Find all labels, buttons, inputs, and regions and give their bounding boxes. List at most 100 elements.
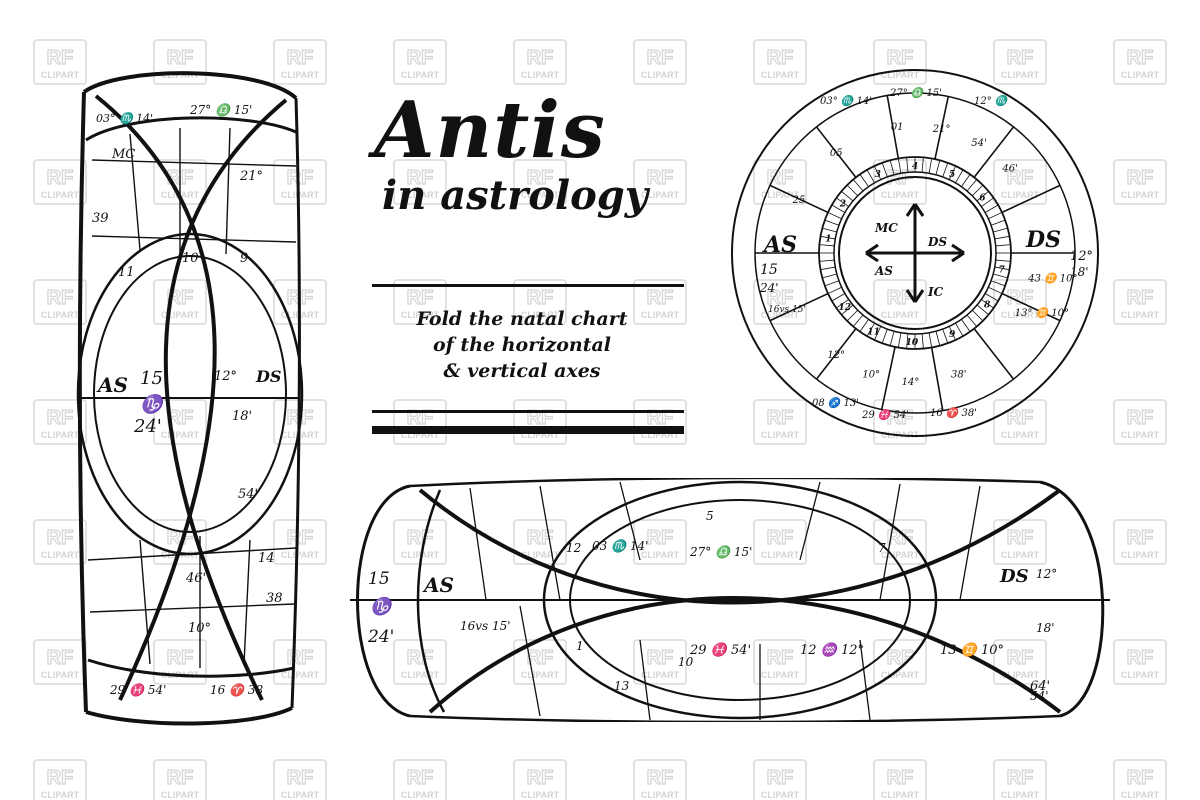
- watermark-rf: RF: [1007, 287, 1034, 309]
- watermark-rf: RF: [1127, 407, 1154, 429]
- watermark-clipart: CLIPART: [41, 790, 80, 800]
- wheel-hatch-line: [820, 266, 836, 271]
- watermark-clipart: CLIPART: [1001, 670, 1040, 680]
- wheel-hatch-line: [859, 319, 869, 332]
- watermark-clipart: CLIPART: [761, 70, 800, 80]
- horizontal-strip-mark: 12 ♒ 12°: [800, 642, 864, 658]
- horizontal-left-cap-inner: [416, 489, 446, 713]
- vertical-number-label: 10: [182, 251, 199, 266]
- vertical-number-label: ♑: [140, 393, 166, 415]
- wheel-bottom-mark-3: 16 ♈ 38': [930, 406, 977, 419]
- watermark-rf: RF: [527, 287, 554, 309]
- wheel-hatch-line: [836, 299, 849, 309]
- watermark-rf: RF: [887, 647, 914, 669]
- vertical-number-label: 11: [118, 265, 135, 280]
- horizontal-number-label: 18': [1036, 621, 1055, 635]
- vertical-right-outline: [290, 97, 301, 709]
- horizontal-number-label: 1: [576, 639, 584, 653]
- horizontal-cell-line: [619, 481, 641, 561]
- wheel-hatch-line: [846, 184, 859, 197]
- natal-chart-labels: AS DS 15 24' 12° 18' MC DS AS IC 16vs 15…: [759, 86, 1093, 421]
- wheel-hatch-line: [852, 314, 864, 327]
- watermark-layer: RFCLIPARTRFCLIPARTRFCLIPARTRFCLIPARTRFCL…: [33, 39, 1167, 800]
- watermark-rf: RF: [767, 527, 794, 549]
- wheel-house-number: 11: [867, 328, 880, 338]
- vertical-top-mark-1: 03° ♏ 14': [96, 112, 153, 125]
- watermark-clipart: CLIPART: [641, 190, 680, 200]
- watermark-rf: RF: [1007, 647, 1034, 669]
- wheel-hatch-line: [827, 212, 842, 220]
- horizontal-strip-mark: 64': [1030, 679, 1050, 694]
- wheel-house-number: 4: [912, 162, 918, 172]
- vertical-number-label: 24': [133, 416, 162, 437]
- wheel-hatch-line: [824, 219, 840, 226]
- watermark-clipart: CLIPART: [881, 670, 920, 680]
- watermark-clipart: CLIPART: [641, 790, 680, 800]
- horizontal-cell-line: [859, 639, 871, 721]
- wheel-hatch-line: [935, 160, 941, 175]
- vertical-bottom-cap-inner: [87, 658, 295, 678]
- wheel-hatch-line: [881, 328, 888, 344]
- wheel-hatch-line: [841, 190, 854, 202]
- watermark-rf: RF: [647, 527, 674, 549]
- watermark-rf: RF: [1007, 407, 1034, 429]
- watermark-rf: RF: [407, 647, 434, 669]
- wheel-hatch-line: [831, 293, 846, 302]
- watermark-rf: RF: [767, 407, 794, 429]
- watermark-clipart: CLIPART: [1001, 190, 1040, 200]
- wheel-hatch-line: [995, 259, 1011, 262]
- wheel-hatch-line: [819, 259, 835, 262]
- wheel-cell-text: 01: [891, 122, 904, 133]
- wheel-hatch-line: [948, 326, 956, 341]
- watermark-clipart: CLIPART: [881, 790, 920, 800]
- vertical-bottom-cap: [85, 706, 293, 726]
- watermark-clipart: CLIPART: [1001, 70, 1040, 80]
- wheel-hatch-line: [971, 184, 984, 197]
- wheel-house-number: 1: [825, 235, 831, 245]
- watermark-rf: RF: [167, 47, 194, 69]
- wheel-asc-degree: 15: [760, 262, 778, 278]
- wheel-hatch-line: [874, 165, 882, 180]
- watermark-rf: RF: [47, 167, 74, 189]
- wheel-hatch-line: [984, 204, 999, 213]
- title-block: Antis in astrology Fold the natal chart …: [360, 92, 700, 434]
- watermark-rf: RF: [47, 407, 74, 429]
- vertical-cells: [80, 127, 300, 668]
- watermark-rf: RF: [1127, 647, 1154, 669]
- wheel-cusp-line: [815, 328, 857, 380]
- horizontal-asc-label: AS: [422, 573, 454, 597]
- wheel-hatch-line: [981, 299, 994, 309]
- watermark-clipart: CLIPART: [761, 670, 800, 680]
- wheel-hatch-line: [988, 212, 1003, 220]
- watermark-rf: RF: [527, 47, 554, 69]
- vertical-hourglass-right: [163, 98, 288, 701]
- wheel-hatch-line: [948, 165, 956, 180]
- watermark-clipart: CLIPART: [881, 70, 920, 80]
- watermark-rf: RF: [1127, 167, 1154, 189]
- wheel-hatch-line: [824, 280, 840, 287]
- wheel-cusp-line: [930, 347, 944, 411]
- watermark-clipart: CLIPART: [41, 310, 80, 320]
- wheel-bottom-mark-2: 29 ♓ 54': [861, 408, 909, 421]
- watermark-clipart: CLIPART: [41, 550, 80, 560]
- watermark-clipart: CLIPART: [1001, 430, 1040, 440]
- watermark-clipart: CLIPART: [41, 70, 80, 80]
- watermark-rf: RF: [287, 47, 314, 69]
- wheel-hatch-line: [906, 333, 909, 349]
- wheel-hatch-line: [994, 235, 1010, 240]
